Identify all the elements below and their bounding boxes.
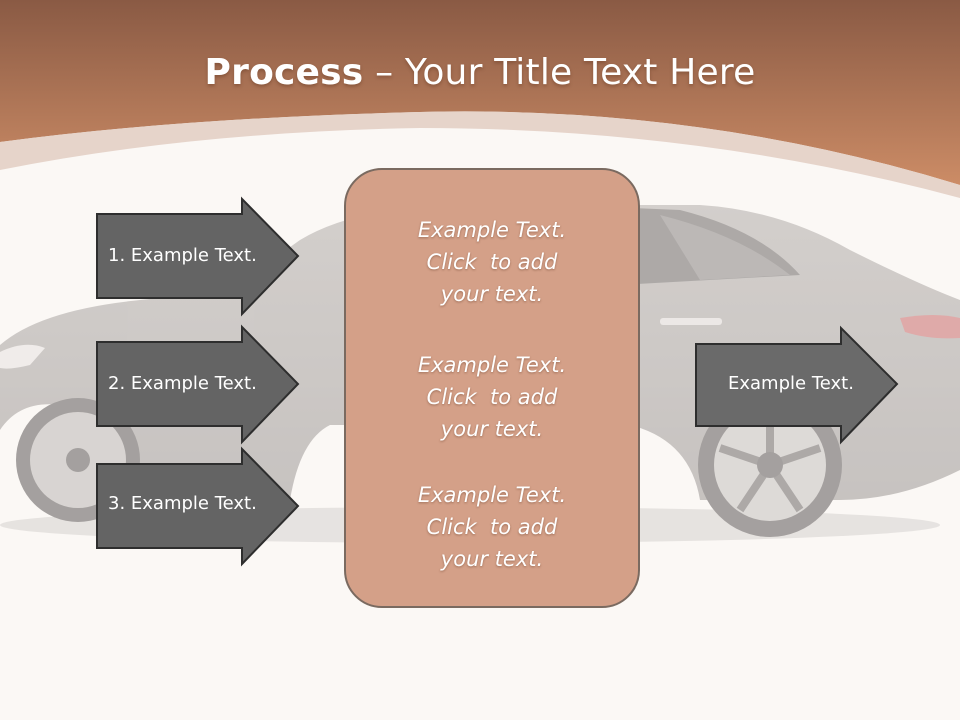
block-line: Example Text.	[417, 353, 567, 377]
right-arrow-icon	[695, 325, 899, 445]
arrow-label: 2. Example Text.	[108, 373, 257, 394]
arrow-label: Example Text.	[728, 373, 854, 394]
arrow-label: 3. Example Text.	[108, 493, 257, 514]
text-block-3[interactable]: Example Text. Click to add your text.	[346, 479, 638, 575]
process-arrow-3[interactable]: 3. Example Text.	[96, 446, 300, 567]
right-arrow-icon	[96, 324, 300, 445]
block-line: Example Text.	[417, 218, 567, 242]
right-arrow-icon	[96, 196, 300, 317]
block-line: your text.	[440, 547, 544, 571]
process-arrow-1[interactable]: 1. Example Text.	[96, 196, 300, 317]
right-arrow-icon	[96, 446, 300, 567]
block-line: Example Text.	[417, 483, 567, 507]
result-arrow[interactable]: Example Text.	[695, 325, 899, 445]
page-title: Process – Your Title Text Here	[0, 52, 960, 93]
block-line: your text.	[440, 282, 544, 306]
block-line: Click to add	[426, 385, 558, 409]
arrow-label: 1. Example Text.	[108, 245, 257, 266]
center-text-box[interactable]: Example Text. Click to add your text. Ex…	[344, 168, 640, 608]
process-arrow-2[interactable]: 2. Example Text.	[96, 324, 300, 445]
block-line: Click to add	[426, 515, 558, 539]
block-line: Click to add	[426, 250, 558, 274]
title-bold: Process	[204, 52, 364, 93]
text-block-1[interactable]: Example Text. Click to add your text.	[346, 214, 638, 310]
text-block-2[interactable]: Example Text. Click to add your text.	[346, 349, 638, 445]
block-line: your text.	[440, 417, 544, 441]
title-rest: – Your Title Text Here	[363, 52, 756, 93]
